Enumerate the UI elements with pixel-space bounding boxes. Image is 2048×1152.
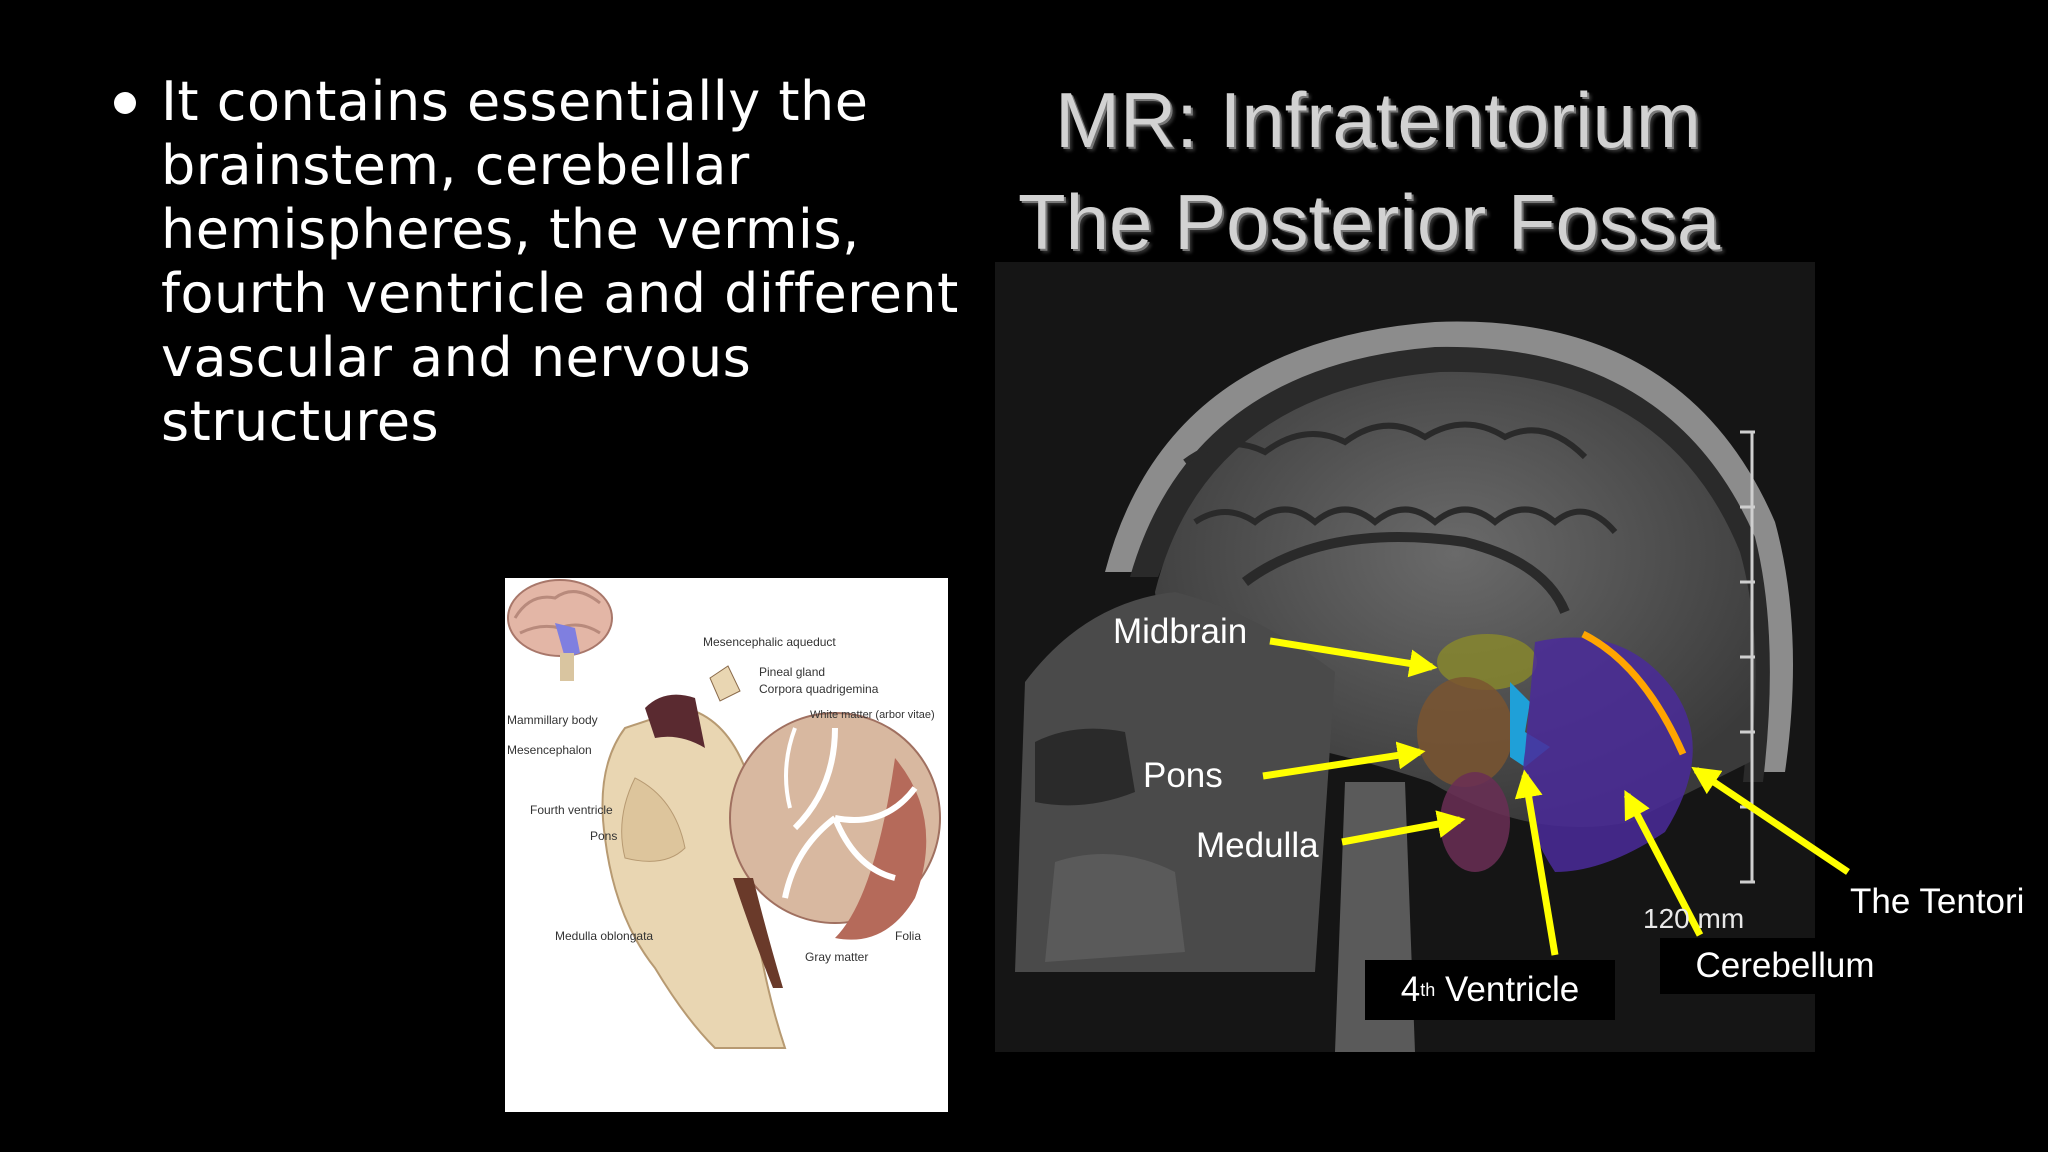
arrow-ventricle <box>1525 775 1555 955</box>
ventricle-text: Ventricle <box>1435 970 1579 1010</box>
arrow-medulla <box>1342 820 1460 842</box>
arrow-midbrain <box>1270 641 1432 667</box>
label-tentorium: The Tentori <box>1850 882 2024 922</box>
ventricle-number: 4 <box>1401 970 1420 1010</box>
label-pons: Pons <box>1143 756 1223 796</box>
label-cerebellum: Cerebellum <box>1660 938 1910 994</box>
arrow-pons <box>1263 752 1420 776</box>
label-midbrain: Midbrain <box>1113 612 1247 652</box>
scale-label: 120 mm <box>1643 903 1744 935</box>
ventricle-superscript: th <box>1420 980 1435 1001</box>
label-medulla: Medulla <box>1196 826 1319 866</box>
arrow-tentorium <box>1696 770 1848 872</box>
